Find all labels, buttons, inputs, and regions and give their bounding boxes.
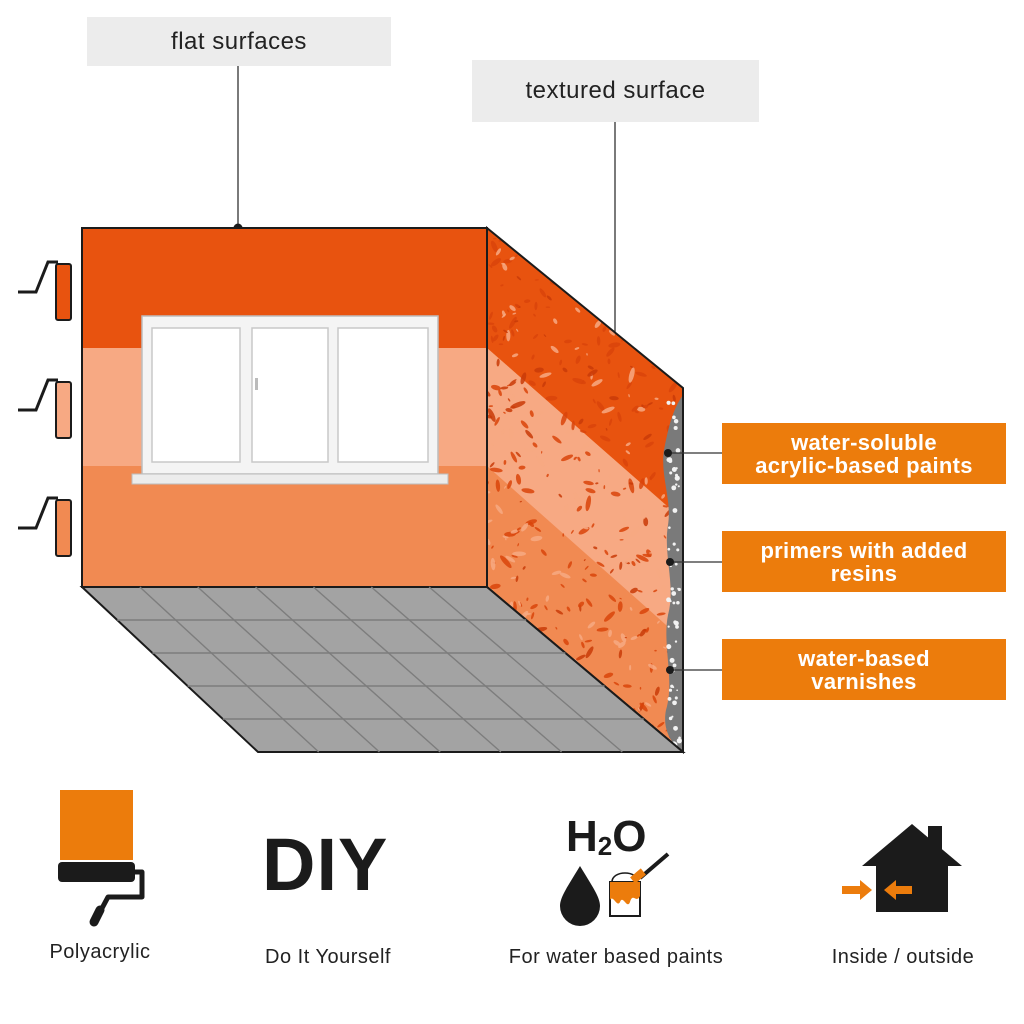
plaster-dots bbox=[666, 400, 682, 747]
label-acrylic-line1: water-soluble bbox=[791, 429, 937, 455]
label-primers-line1: primers with added bbox=[760, 537, 968, 563]
callout-textured-surface: textured surface bbox=[472, 60, 759, 122]
polyacrylic-roller-icon bbox=[58, 790, 145, 927]
label-acrylic-line2: acrylic-based paints bbox=[755, 452, 973, 478]
roller-dark-icon bbox=[18, 260, 72, 321]
caption-diy: Do It Yourself bbox=[265, 946, 391, 968]
arrow-in-right-icon bbox=[884, 880, 912, 900]
roller-mid-icon bbox=[18, 496, 72, 557]
label-varnishes-line2: varnishes bbox=[811, 668, 917, 694]
label-varnishes: water-based varnishes bbox=[722, 639, 1006, 700]
h2o-mark: H2O bbox=[566, 812, 647, 861]
water-drop-icon bbox=[560, 866, 600, 926]
label-primers-line2: resins bbox=[830, 560, 898, 586]
diy-mark: DIY bbox=[262, 823, 389, 906]
label-varnishes-line1: water-based bbox=[798, 645, 930, 671]
brush-icon bbox=[630, 852, 670, 893]
arrow-in-left-icon bbox=[842, 880, 872, 900]
floor-tiles bbox=[79, 586, 686, 753]
label-acrylic-paints: water-soluble acrylic-based paints bbox=[722, 423, 1006, 484]
roller-light-icon bbox=[18, 378, 72, 439]
plaster-edge bbox=[663, 395, 683, 752]
caption-inside-outside: Inside / outside bbox=[831, 946, 975, 968]
house-icon bbox=[862, 824, 962, 912]
caption-water-based: For water based paints bbox=[508, 946, 724, 968]
caption-polyacrylic: Polyacrylic bbox=[49, 941, 151, 963]
paint-can-icon bbox=[609, 872, 641, 917]
label-primers: primers with added resins bbox=[722, 531, 1006, 592]
callout-flat-surfaces: flat surfaces bbox=[87, 17, 391, 66]
window bbox=[131, 315, 449, 485]
